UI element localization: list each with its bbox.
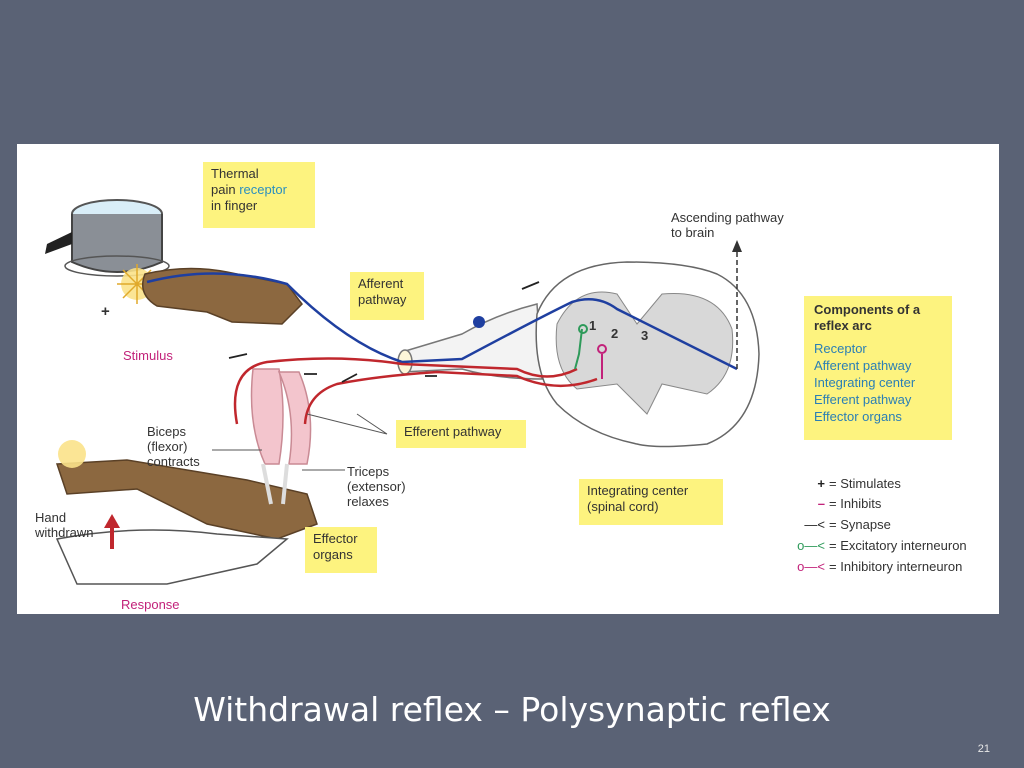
response-label: Response	[121, 597, 180, 612]
legend-stimulates: + = Stimulates	[787, 474, 901, 492]
legend-text: = Inhibitory interneuron	[829, 558, 963, 574]
neuron-number-3: 3	[641, 328, 649, 343]
dorsal-root-ganglion	[473, 316, 485, 328]
flow-arrows	[228, 281, 540, 383]
component-item: Integrating center	[814, 375, 916, 390]
minus-icon: –	[817, 495, 825, 511]
triceps-label: Triceps (extensor) relaxes	[347, 464, 406, 509]
legend-text: = Inhibits	[829, 495, 882, 511]
components-title: Components of a reflex arc	[814, 302, 921, 333]
receptor-line2b: receptor	[239, 182, 287, 197]
ascending-label: Ascending pathway to brain	[671, 210, 784, 240]
effector-box: Effector organs	[305, 527, 377, 573]
component-item: Effector organs	[814, 409, 902, 424]
legend-excitatory: o—< = Excitatory interneuron	[787, 536, 967, 554]
component-item: Afferent pathway	[814, 358, 912, 373]
legend-inhibits: – = Inhibits	[787, 494, 882, 512]
hot-pot	[45, 199, 170, 277]
upper-hand	[142, 267, 303, 325]
withdrawn-arm	[55, 440, 318, 585]
slide-title: Withdrawal reflex – Polysynaptic reflex	[193, 690, 831, 729]
receptor-line3: in finger	[211, 198, 258, 213]
neuron-number-1: 1	[589, 318, 597, 333]
hand-withdrawn-label: Hand withdrawn	[35, 510, 94, 540]
legend-text: = Stimulates	[829, 475, 901, 491]
spinal-cord	[535, 261, 760, 448]
receptor-line2a: pain	[211, 182, 240, 197]
legend-synapse: —< = Synapse	[787, 515, 891, 533]
afferent-nerve	[146, 272, 738, 371]
muscle-pointers	[212, 449, 345, 471]
synapse-icon: —<	[804, 516, 825, 532]
stimulus-plus: +	[101, 303, 110, 320]
efferent-box: Efferent pathway	[396, 420, 526, 448]
stimulus-label: Stimulus	[123, 348, 173, 363]
legend-text: = Synapse	[829, 516, 891, 532]
neuron-number-2: 2	[611, 326, 619, 341]
component-item: Receptor	[814, 341, 867, 356]
excitatory-interneuron-icon: o—<	[797, 537, 825, 553]
components-box: Components of a reflex arc Receptor Affe…	[804, 296, 952, 440]
afferent-box: Afferent pathway	[350, 272, 424, 320]
reflex-diagram: Thermal pain receptor in finger Afferent…	[17, 144, 999, 614]
inhibitory-interneuron-icon: o—<	[797, 558, 825, 574]
diagram-art	[45, 199, 760, 585]
biceps-label: Biceps (flexor) contracts	[147, 424, 200, 469]
integrating-box: Integrating center (spinal cord)	[579, 479, 723, 525]
muscles	[250, 368, 312, 505]
excitatory-interneuron	[574, 328, 583, 370]
component-item: Efferent pathway	[814, 392, 912, 407]
efferent-pointer	[306, 413, 388, 435]
receptor-box: Thermal pain receptor in finger	[203, 162, 315, 228]
legend-text: = Excitatory interneuron	[829, 537, 967, 553]
receptor-line1: Thermal	[211, 166, 259, 181]
efferent-nerve-1	[233, 357, 578, 425]
plus-icon: +	[817, 475, 825, 491]
legend-inhibitory: o—< = Inhibitory interneuron	[787, 557, 962, 575]
slide-number: 21	[977, 743, 990, 755]
efferent-nerve-2	[303, 370, 598, 425]
